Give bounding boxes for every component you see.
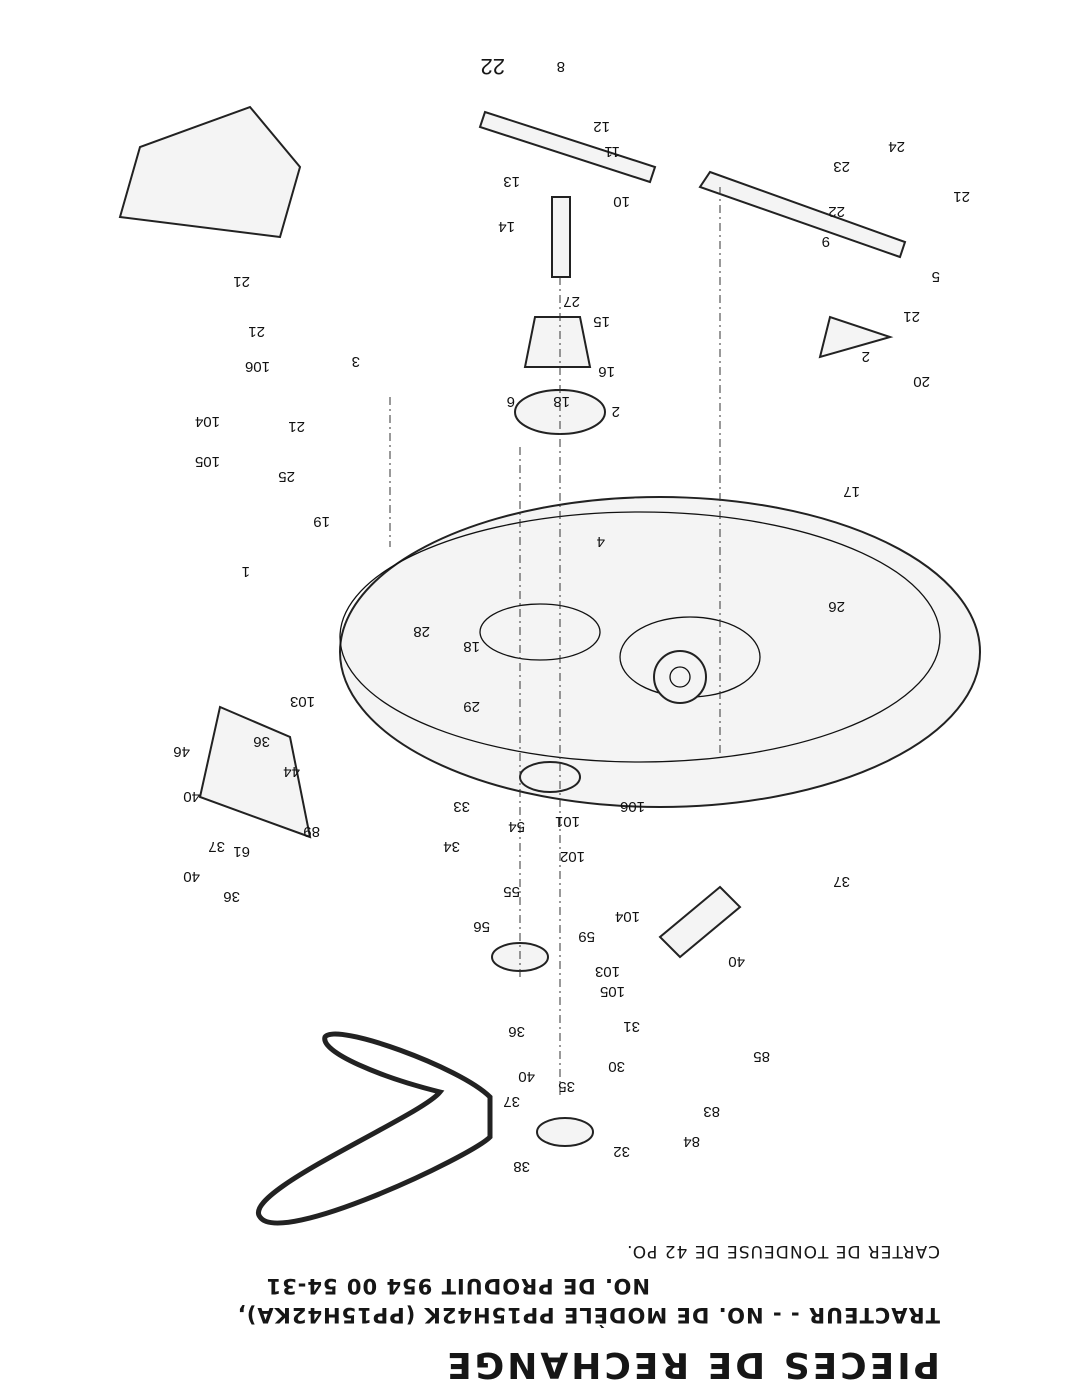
callout-label: 16 (598, 363, 615, 380)
callout-label: 103 (290, 693, 315, 710)
mower-deck (339, 496, 981, 808)
callout-label: 17 (843, 483, 860, 500)
callout-label: 37 (503, 1093, 520, 1110)
callout-label: 38 (513, 1158, 530, 1175)
callout-label: 21 (903, 308, 920, 325)
callout-label: 19 (313, 513, 330, 530)
callout-label: 21 (248, 323, 265, 340)
callout-label: 26 (828, 598, 845, 615)
callout-label: 18 (553, 393, 570, 410)
callout-label: 46 (173, 743, 190, 760)
callout-label: 21 (288, 418, 305, 435)
front-hanger (818, 315, 894, 359)
callout-label: 29 (463, 698, 480, 715)
callout-label: 4 (597, 533, 605, 550)
callout-label: 6 (507, 393, 515, 410)
spindle-shaft (551, 196, 571, 278)
callout-label: 11 (604, 143, 620, 160)
callout-label: 40 (183, 868, 200, 885)
callout-label: 21 (953, 188, 970, 205)
callout-label: 32 (613, 1143, 630, 1160)
blade (478, 110, 657, 184)
stabilizer-bar (698, 170, 907, 259)
callout-label: 12 (593, 118, 610, 135)
callout-label: 104 (195, 413, 220, 430)
callout-label: 25 (278, 468, 295, 485)
callout-label: 21 (233, 273, 250, 290)
callout-label: 9 (822, 233, 830, 250)
idler-pulley-lower (536, 1117, 594, 1147)
callout-label: 105 (600, 983, 625, 1000)
discharge-chute (118, 105, 302, 239)
callout-label: 105 (195, 453, 220, 470)
callout-label: 24 (888, 138, 905, 155)
callout-label: 18 (463, 638, 480, 655)
belt-guard (198, 705, 312, 839)
callout-label: 35 (558, 1078, 575, 1095)
callout-label: 85 (753, 1048, 770, 1065)
callout-label: 102 (560, 848, 585, 865)
callout-label: 36 (508, 1023, 525, 1040)
callout-label: 40 (183, 788, 200, 805)
callout-label: 61 (233, 843, 250, 860)
callout-label: 103 (595, 963, 620, 980)
callout-label: 3 (352, 353, 360, 370)
callout-label: 34 (443, 838, 460, 855)
callout-label: 54 (508, 818, 525, 835)
callout-label: 101 (555, 813, 580, 830)
callout-label: 20 (913, 373, 930, 390)
callout-label: 8 (557, 58, 565, 75)
callout-label: 36 (223, 888, 240, 905)
callout-label: 83 (703, 1103, 720, 1120)
callout-label: 37 (208, 838, 225, 855)
callout-label: 27 (563, 293, 580, 310)
callout-label: 13 (503, 173, 520, 190)
callout-label: 89 (303, 823, 320, 840)
callouts: 8 9 10 11 12 13 14 15 16 2 1 17 21 19 6 … (173, 58, 970, 1175)
callout-label: 40 (518, 1068, 535, 1085)
callout-label: 59 (578, 928, 595, 945)
callout-label: 104 (615, 908, 640, 925)
callout-label: 28 (413, 623, 430, 640)
drive-belt (255, 1031, 493, 1226)
callout-label: 2 (612, 403, 620, 420)
callout-label: 2 (862, 348, 870, 365)
callout-label: 5 (932, 268, 940, 285)
callout-label: 36 (253, 733, 270, 750)
callout-label: 84 (683, 1133, 700, 1150)
callout-label: 44 (283, 763, 300, 780)
callout-label: 55 (503, 883, 520, 900)
callout-label: 30 (608, 1058, 625, 1075)
deflector-bracket (658, 885, 742, 959)
callout-label: 23 (833, 158, 850, 175)
callout-label: 31 (623, 1018, 640, 1035)
callout-label: 106 (245, 358, 270, 375)
callout-label: 56 (473, 918, 490, 935)
callout-label: 106 (620, 798, 645, 815)
callout-label: 10 (613, 193, 630, 210)
callout-label: 33 (453, 798, 470, 815)
callout-label: 37 (833, 873, 850, 890)
callout-label: 1 (242, 563, 250, 580)
callout-label: 14 (498, 218, 515, 235)
callout-label: 15 (593, 313, 610, 330)
spindle-housing (523, 316, 592, 368)
idler-pulley-upper (519, 761, 581, 793)
callout-label: 40 (728, 953, 745, 970)
callout-label: 22 (828, 203, 845, 220)
